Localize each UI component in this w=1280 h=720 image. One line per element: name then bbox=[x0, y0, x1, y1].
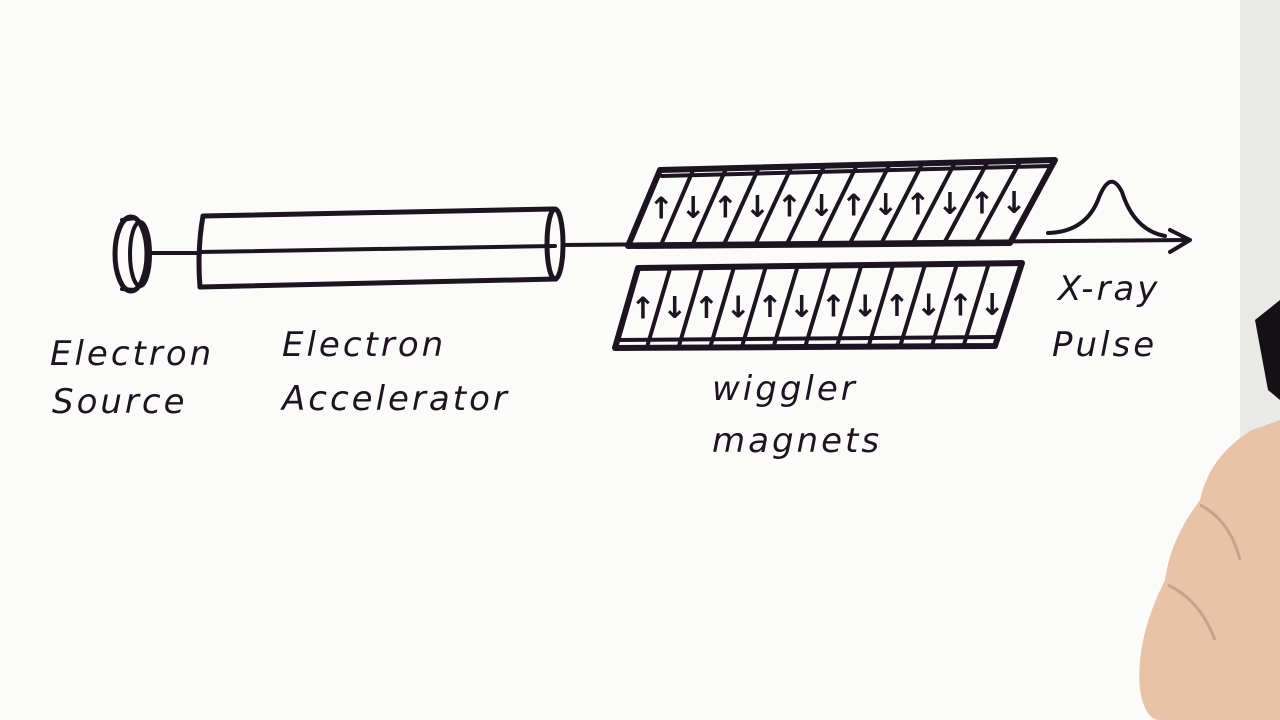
xray-pulse-icon bbox=[1046, 179, 1167, 238]
arrow-up-icon: ↑ bbox=[630, 291, 655, 326]
label-electron-source-1: Electron bbox=[50, 334, 214, 374]
arrow-up-icon: ↑ bbox=[969, 186, 994, 221]
arrow-down-icon: ↓ bbox=[681, 191, 706, 226]
magnet-divider bbox=[974, 160, 1022, 244]
wiggler-bottom-arrows: ↑↓↑↓↑↓↑↓↑↓↑↓ bbox=[630, 288, 1004, 326]
arrow-down-icon: ↓ bbox=[873, 188, 898, 223]
arrow-up-icon: ↑ bbox=[821, 290, 846, 325]
arrow-down-icon: ↓ bbox=[745, 190, 770, 225]
label-wiggler-1: wiggler bbox=[712, 369, 858, 409]
hand-image bbox=[1139, 300, 1280, 720]
arrow-up-icon: ↑ bbox=[694, 291, 719, 326]
wiggler-bottom-dividers bbox=[645, 263, 991, 347]
magnet-divider bbox=[899, 264, 927, 346]
magnet-divider bbox=[722, 167, 760, 246]
label-xray-2: Pulse bbox=[1052, 325, 1157, 365]
arrow-up-icon: ↑ bbox=[757, 290, 782, 325]
electron-source-icon bbox=[112, 214, 152, 294]
arrow-up-icon: ↑ bbox=[884, 289, 909, 324]
magnet-divider bbox=[911, 162, 956, 244]
arrow-down-icon: ↓ bbox=[789, 290, 814, 325]
magnet-divider bbox=[817, 165, 858, 245]
magnet-divider bbox=[677, 267, 704, 347]
arrow-down-icon: ↓ bbox=[916, 289, 941, 324]
magnet-divider bbox=[709, 266, 736, 347]
magnet-divider bbox=[867, 264, 895, 346]
accelerator-tube-icon bbox=[196, 206, 566, 290]
magnet-divider bbox=[772, 265, 800, 347]
arrow-down-icon: ↓ bbox=[662, 291, 687, 326]
arrow-down-icon: ↓ bbox=[726, 290, 751, 325]
magnet-divider bbox=[754, 166, 793, 245]
magnet-divider bbox=[962, 263, 991, 346]
arrow-up-icon: ↑ bbox=[648, 192, 673, 227]
arrow-down-icon: ↓ bbox=[937, 187, 962, 222]
magnet-divider bbox=[804, 265, 831, 346]
arrow-up-icon: ↑ bbox=[777, 190, 802, 225]
label-electron-source-2: Source bbox=[52, 382, 188, 422]
label-accelerator-2: Accelerator bbox=[280, 379, 510, 419]
label-xray-1: X-ray bbox=[1056, 269, 1160, 309]
magnet-divider bbox=[659, 169, 695, 246]
magnet-divider bbox=[691, 168, 728, 246]
arrow-down-icon: ↓ bbox=[1001, 186, 1026, 221]
magnet-divider bbox=[943, 161, 989, 244]
label-accelerator-1: Electron bbox=[282, 325, 446, 365]
arrow-up-icon: ↑ bbox=[905, 187, 930, 222]
arrow-down-icon: ↓ bbox=[853, 289, 878, 324]
magnet-divider bbox=[645, 267, 672, 347]
arrow-up-icon: ↑ bbox=[841, 188, 866, 223]
magnet-divider bbox=[740, 266, 768, 347]
arrow-up-icon: ↑ bbox=[713, 191, 738, 226]
arrow-up-icon: ↑ bbox=[948, 288, 973, 323]
magnet-divider bbox=[930, 263, 959, 346]
arrow-down-icon: ↓ bbox=[980, 288, 1005, 323]
magnet-divider bbox=[785, 165, 826, 245]
label-wiggler-2: magnets bbox=[712, 421, 882, 461]
magnet-divider bbox=[880, 163, 924, 244]
wiggler-top-dividers bbox=[659, 160, 1022, 246]
magnet-divider bbox=[835, 265, 863, 346]
magnet-divider bbox=[848, 164, 891, 245]
arrow-down-icon: ↓ bbox=[809, 189, 834, 224]
wiggler-top-bank bbox=[625, 157, 1058, 249]
wiggler-top-arrows: ↑↓↑↓↑↓↑↓↑↓↑↓ bbox=[648, 186, 1026, 227]
